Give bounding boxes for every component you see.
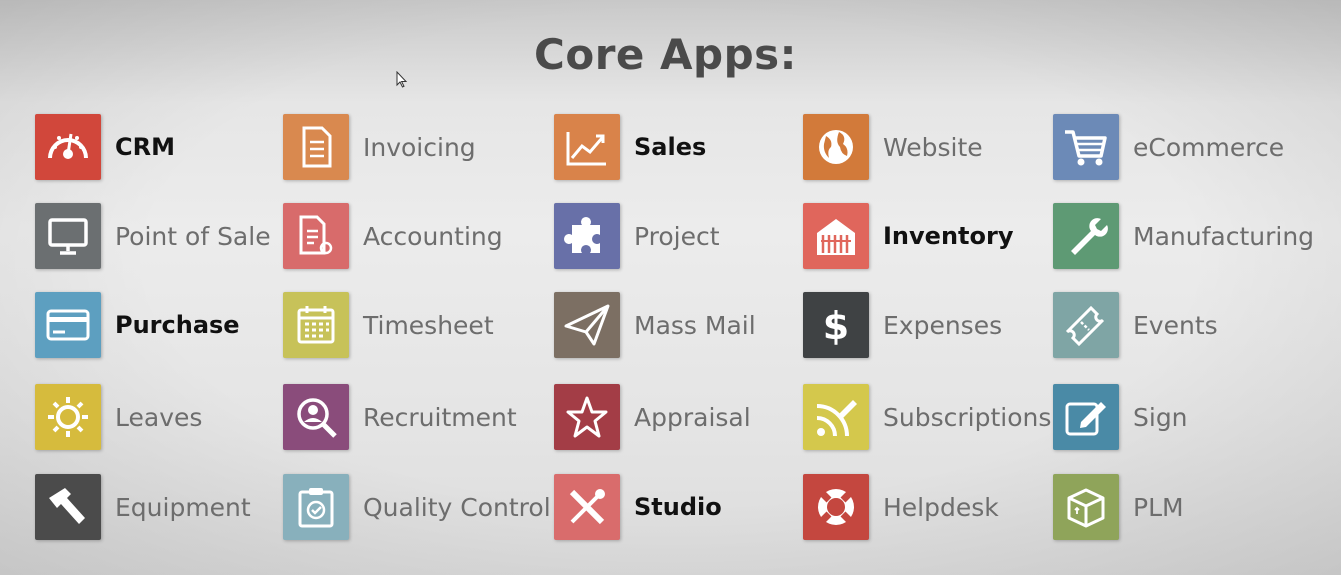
app-expenses[interactable]: $ Expenses [803, 291, 1002, 359]
ticket-icon [1053, 292, 1119, 358]
box-icon [1053, 474, 1119, 540]
app-label: Website [883, 132, 983, 162]
app-mass-mail[interactable]: Mass Mail [554, 291, 756, 359]
wrench-icon [1053, 203, 1119, 269]
lifebuoy-icon [803, 474, 869, 540]
puzzle-icon [554, 203, 620, 269]
app-label: Appraisal [634, 402, 751, 432]
app-timesheet[interactable]: Timesheet [283, 291, 494, 359]
app-label: Recruitment [363, 402, 517, 432]
app-manufacturing[interactable]: Manufacturing [1053, 202, 1314, 270]
app-label: Sign [1133, 402, 1188, 432]
app-label: Sales [634, 133, 707, 161]
app-label: Manufacturing [1133, 221, 1315, 251]
warehouse-icon [803, 203, 869, 269]
app-label: Project [634, 221, 720, 251]
app-label: Expenses [883, 310, 1003, 340]
app-helpdesk[interactable]: Helpdesk [803, 473, 999, 541]
clipboard-check-icon [283, 474, 349, 540]
magnifier-person-icon [283, 384, 349, 450]
app-project[interactable]: Project [554, 202, 720, 270]
app-recruitment[interactable]: Recruitment [283, 383, 517, 451]
app-label: CRM [115, 133, 175, 161]
app-point-of-sale[interactable]: Point of Sale [35, 202, 271, 270]
app-label: Leaves [115, 402, 203, 432]
app-label: Timesheet [363, 310, 494, 340]
app-purchase[interactable]: Purchase [35, 291, 240, 359]
app-plm[interactable]: PLM [1053, 473, 1184, 541]
cart-icon [1053, 114, 1119, 180]
app-ecommerce[interactable]: eCommerce [1053, 113, 1284, 181]
app-inventory[interactable]: Inventory [803, 202, 1013, 270]
app-sales[interactable]: Sales [554, 113, 706, 181]
sun-icon [35, 384, 101, 450]
app-label: Accounting [363, 221, 503, 251]
app-label: Purchase [115, 311, 240, 339]
chart-up-icon [554, 114, 620, 180]
app-label: Equipment [115, 492, 251, 522]
dollar-icon: $ [803, 292, 869, 358]
app-label: Subscriptions [883, 402, 1052, 432]
app-label: Mass Mail [634, 310, 756, 340]
edit-icon [1053, 384, 1119, 450]
tools-icon [554, 474, 620, 540]
credit-card-icon [35, 292, 101, 358]
app-crm[interactable]: CRM [35, 113, 175, 181]
star-icon [554, 384, 620, 450]
svg-text:$: $ [823, 304, 849, 348]
calendar-icon [283, 292, 349, 358]
app-leaves[interactable]: Leaves [35, 383, 202, 451]
globe-icon [803, 114, 869, 180]
app-accounting[interactable]: Accounting [283, 202, 503, 270]
app-appraisal[interactable]: Appraisal [554, 383, 751, 451]
app-studio[interactable]: Studio [554, 473, 722, 541]
rss-pencil-icon [803, 384, 869, 450]
app-quality-control[interactable]: Quality Control [283, 473, 551, 541]
app-label: Quality Control [363, 492, 551, 522]
page-title: Core Apps: [534, 30, 797, 79]
app-label: Inventory [883, 222, 1014, 250]
app-label: Studio [634, 493, 722, 521]
app-invoicing[interactable]: Invoicing [283, 113, 476, 181]
paper-plane-icon [554, 292, 620, 358]
app-website[interactable]: Website [803, 113, 983, 181]
app-sign[interactable]: Sign [1053, 383, 1188, 451]
app-label: Events [1133, 310, 1218, 340]
app-equipment[interactable]: Equipment [35, 473, 251, 541]
document-gear-icon [283, 203, 349, 269]
app-label: Invoicing [363, 132, 476, 162]
app-label: Helpdesk [883, 492, 999, 522]
app-label: PLM [1133, 492, 1184, 522]
app-label: Point of Sale [115, 221, 271, 251]
document-icon [283, 114, 349, 180]
mouse-cursor-icon [396, 71, 408, 88]
monitor-icon [35, 203, 101, 269]
app-events[interactable]: Events [1053, 291, 1218, 359]
hammer-icon [35, 474, 101, 540]
gauge-icon [35, 114, 101, 180]
app-label: eCommerce [1133, 132, 1285, 162]
app-subscriptions[interactable]: Subscriptions [803, 383, 1051, 451]
